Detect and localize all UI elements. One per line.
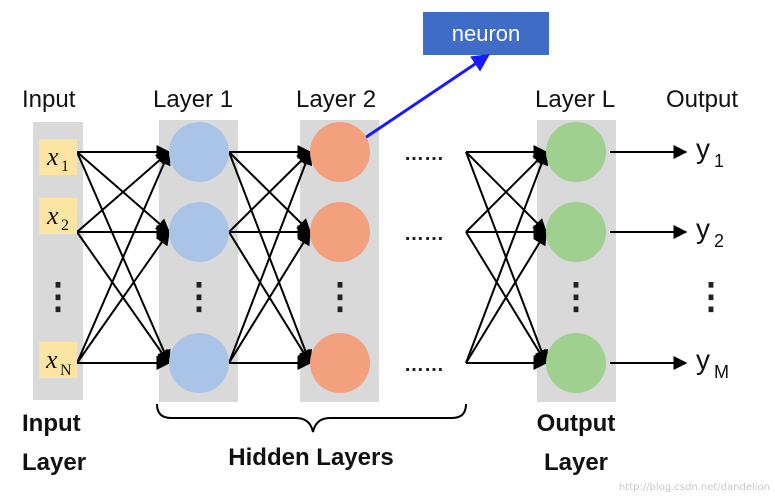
input-subscript: N — [60, 362, 72, 379]
input-node-x2: x 2 — [39, 198, 77, 234]
hidden-layers-brace — [156, 403, 467, 433]
input-to-layer1-edge — [76, 151, 171, 233]
input-node-xN: x N — [39, 342, 77, 379]
input-column-label: Input — [22, 86, 76, 113]
input-box — [39, 342, 77, 378]
input-variable: x — [46, 142, 59, 171]
layer1-column-label: Layer 1 — [153, 86, 233, 113]
output-vertical-ellipsis: ⋮ — [693, 275, 729, 316]
output-variable: y — [696, 133, 710, 164]
input-to-layer1-edge — [76, 150, 171, 364]
output-subscript: 1 — [714, 151, 724, 171]
hidden-horizontal-ellipsis-3: …… — [404, 354, 444, 376]
layer1-neuron — [169, 122, 229, 182]
output-subscript: 2 — [714, 231, 724, 251]
output-y2: y 2 — [696, 213, 724, 251]
input-to-layer1-edge — [76, 230, 170, 364]
neuron-callout-box — [423, 12, 549, 55]
input-subscript: 2 — [61, 217, 69, 234]
output-subscript: M — [714, 362, 729, 382]
input-variable: x — [46, 201, 59, 230]
layer2-neuron — [310, 333, 370, 393]
output-variable: y — [696, 344, 710, 375]
connection-edges — [76, 145, 549, 370]
input-vertical-ellipsis: ⋮ — [40, 275, 76, 316]
input-box — [39, 139, 77, 175]
hidden-to-layerL-edge — [465, 150, 549, 364]
neuron-callout-text: neuron — [452, 21, 521, 46]
output-layer-label-line2: Layer — [544, 449, 608, 476]
layer1-vertical-ellipsis: ⋮ — [181, 275, 217, 316]
output-y1: y 1 — [696, 133, 724, 171]
watermark: http://blog.csdn.net/dandelion — [619, 482, 770, 493]
layer1-to-layer2-edge — [228, 230, 311, 364]
layerL-neuron — [546, 202, 606, 262]
layerL-vertical-ellipsis: ⋮ — [558, 275, 594, 316]
layerL-column-label: Layer L — [535, 86, 615, 113]
output-yM: y M — [696, 344, 729, 382]
layerL-neuron — [546, 333, 606, 393]
input-variable: x — [45, 345, 58, 374]
output-layer-label-line1: Output — [537, 410, 616, 437]
input-subscript: 1 — [61, 158, 69, 175]
layer1-neuron — [169, 202, 229, 262]
output-variable: y — [696, 213, 710, 244]
layerL-neuron — [546, 122, 606, 182]
layer1-to-layer2-edge — [228, 150, 313, 364]
layer2-column-label: Layer 2 — [296, 86, 376, 113]
layer2-neuron — [310, 122, 370, 182]
layer1-neuron — [169, 333, 229, 393]
input-box — [39, 198, 77, 234]
layer2-vertical-ellipsis: ⋮ — [322, 275, 358, 316]
output-column-label: Output — [666, 86, 738, 113]
hidden-layers-label: Hidden Layers — [228, 444, 393, 471]
layer2-neuron — [310, 202, 370, 262]
input-node-x1: x 1 — [39, 139, 77, 175]
hidden-to-layerL-edge — [465, 151, 547, 233]
hidden-horizontal-ellipsis-2: …… — [404, 223, 444, 245]
input-layer-label-line1: Input — [22, 410, 81, 437]
hidden-to-layerL-edge — [465, 230, 547, 364]
hidden-horizontal-ellipsis-1: …… — [404, 143, 444, 165]
layer1-to-layer2-edge — [228, 151, 311, 233]
input-layer-label-line2: Layer — [22, 449, 86, 476]
